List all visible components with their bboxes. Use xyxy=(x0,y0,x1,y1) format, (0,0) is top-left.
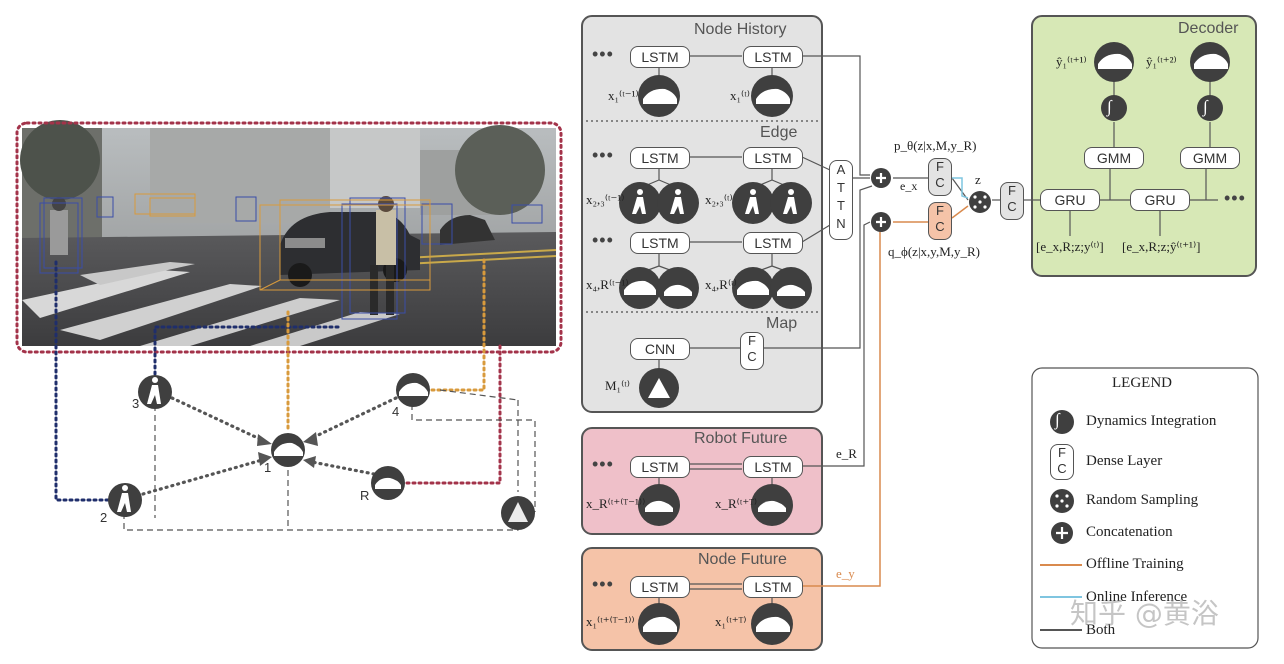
future-lstm-2: LSTM xyxy=(743,576,803,598)
graph-label-3: 3 xyxy=(132,396,140,411)
decoder-gmm-1: GMM xyxy=(1084,147,1144,169)
label-z: z xyxy=(975,172,981,187)
edge-lstm-1: LSTM xyxy=(630,147,690,169)
node-future-title: Node Future xyxy=(698,551,787,568)
ellipsis-decoder: ••• xyxy=(1224,188,1246,208)
node-history-panel xyxy=(581,15,823,413)
node-history-title: Node History xyxy=(694,21,787,38)
label-er: e_R xyxy=(836,446,857,461)
watermark: 知乎 @黄浴 xyxy=(1070,597,1219,630)
robot-future-title: Robot Future xyxy=(694,430,788,447)
label-x1-tt: x₁⁽ᵗ⁺ᵀ⁾ xyxy=(715,614,747,629)
label-x23-tm1: x₂,₃⁽ᵗ⁻¹⁾ xyxy=(586,192,625,207)
legend-integration-icon xyxy=(1050,410,1074,434)
attn-letter-n: N xyxy=(836,216,846,231)
ellipsis-future: ••• xyxy=(592,574,614,594)
graph-label-2: 2 xyxy=(100,510,108,525)
history-lstm-1: LSTM xyxy=(630,46,690,68)
label-x1-tm1: x₁⁽ᵗ⁻¹⁾ xyxy=(608,88,639,103)
ellipsis-edge-1: ••• xyxy=(592,145,614,165)
edge-lstm-3: LSTM xyxy=(630,232,690,254)
legend-item-both: Both xyxy=(1086,622,1116,638)
ellipsis-robot: ••• xyxy=(592,454,614,474)
legend-item-concat: Concatenation xyxy=(1086,524,1173,540)
label-p-theta: p_θ(z|x,M,y_R) xyxy=(894,138,977,153)
street-photo xyxy=(15,120,563,354)
ellipsis-history: ••• xyxy=(592,44,614,64)
decoder-title: Decoder xyxy=(1178,20,1239,37)
graph-label-4: 4 xyxy=(392,404,400,419)
label-xr-ttm1: x_R⁽ᵗ⁺⁽ᵀ⁻¹⁾⁾ xyxy=(586,496,646,511)
map-title: Map xyxy=(766,315,798,332)
label-x1-ttm1: x₁⁽ᵗ⁺⁽ᵀ⁻¹⁾⁾ xyxy=(586,614,635,629)
scene-graph xyxy=(54,258,536,531)
attn-block: A T T N xyxy=(829,160,853,240)
graph-label-1: 1 xyxy=(264,460,272,475)
edge-lstm-2: LSTM xyxy=(743,147,803,169)
label-ey: e_y xyxy=(836,566,855,581)
decoder-gru-2: GRU xyxy=(1130,189,1190,211)
graph-label-r: R xyxy=(360,488,370,503)
legend-item-dense: Dense Layer xyxy=(1086,453,1163,469)
edge-lstm-4: LSTM xyxy=(743,232,803,254)
attn-letter-t2: T xyxy=(837,198,845,213)
label-x4r-t: x₄,R⁽ᵗ⁾ xyxy=(705,277,737,292)
map-cnn: CNN xyxy=(630,338,690,360)
edge-title: Edge xyxy=(760,124,798,141)
attn-letter-t1: T xyxy=(837,180,845,195)
label-y1-t2: ŷ₁⁽ᵗ⁺²⁾ xyxy=(1146,54,1177,69)
legend-box xyxy=(1031,367,1259,649)
label-xr-tt: x_R⁽ᵗ⁺ᵀ⁾ xyxy=(715,496,758,511)
legend-item-online: Online Inference xyxy=(1086,589,1188,605)
legend-item-offline: Offline Training xyxy=(1086,556,1184,572)
label-gru-input-1: [e_x,R;z;y⁽ᵗ⁾] xyxy=(1036,239,1104,254)
future-lstm-1: LSTM xyxy=(630,576,690,598)
legend-item-sampling: Random Sampling xyxy=(1086,492,1199,508)
label-x4r-tm1: x₄,R⁽ᵗ⁻¹⁾ xyxy=(586,277,629,292)
label-m1-t: M₁⁽ᵗ⁾ xyxy=(605,378,630,393)
legend-item-dynamics: Dynamics Integration xyxy=(1086,413,1217,429)
integral-icon-2: ∫ xyxy=(1203,97,1208,116)
label-x23-t: x₂,₃⁽ᵗ⁾ xyxy=(705,192,733,207)
decoder-panel xyxy=(1031,15,1257,277)
integral-icon-1: ∫ xyxy=(1107,97,1112,116)
legend-integral-glyph: ∫ xyxy=(1055,410,1060,429)
legend-title: LEGEND xyxy=(1112,375,1172,391)
ellipsis-edge-2: ••• xyxy=(592,230,614,250)
attn-letter-a: A xyxy=(836,162,846,177)
label-ex: e_x xyxy=(900,179,918,193)
label-x1-t: x₁⁽ᵗ⁾ xyxy=(730,88,750,103)
label-q-phi: q_ϕ(z|x,y,M,y_R) xyxy=(888,244,981,259)
label-gru-input-2: [e_x,R;z;ŷ⁽ᵗ⁺¹⁾] xyxy=(1122,239,1201,254)
decoder-gru-1: GRU xyxy=(1040,189,1100,211)
decoder-gmm-2: GMM xyxy=(1180,147,1240,169)
history-lstm-2: LSTM xyxy=(743,46,803,68)
robot-lstm-1: LSTM xyxy=(630,456,690,478)
label-y1-t1: ŷ₁⁽ᵗ⁺¹⁾ xyxy=(1056,54,1087,69)
robot-lstm-2: LSTM xyxy=(743,456,803,478)
